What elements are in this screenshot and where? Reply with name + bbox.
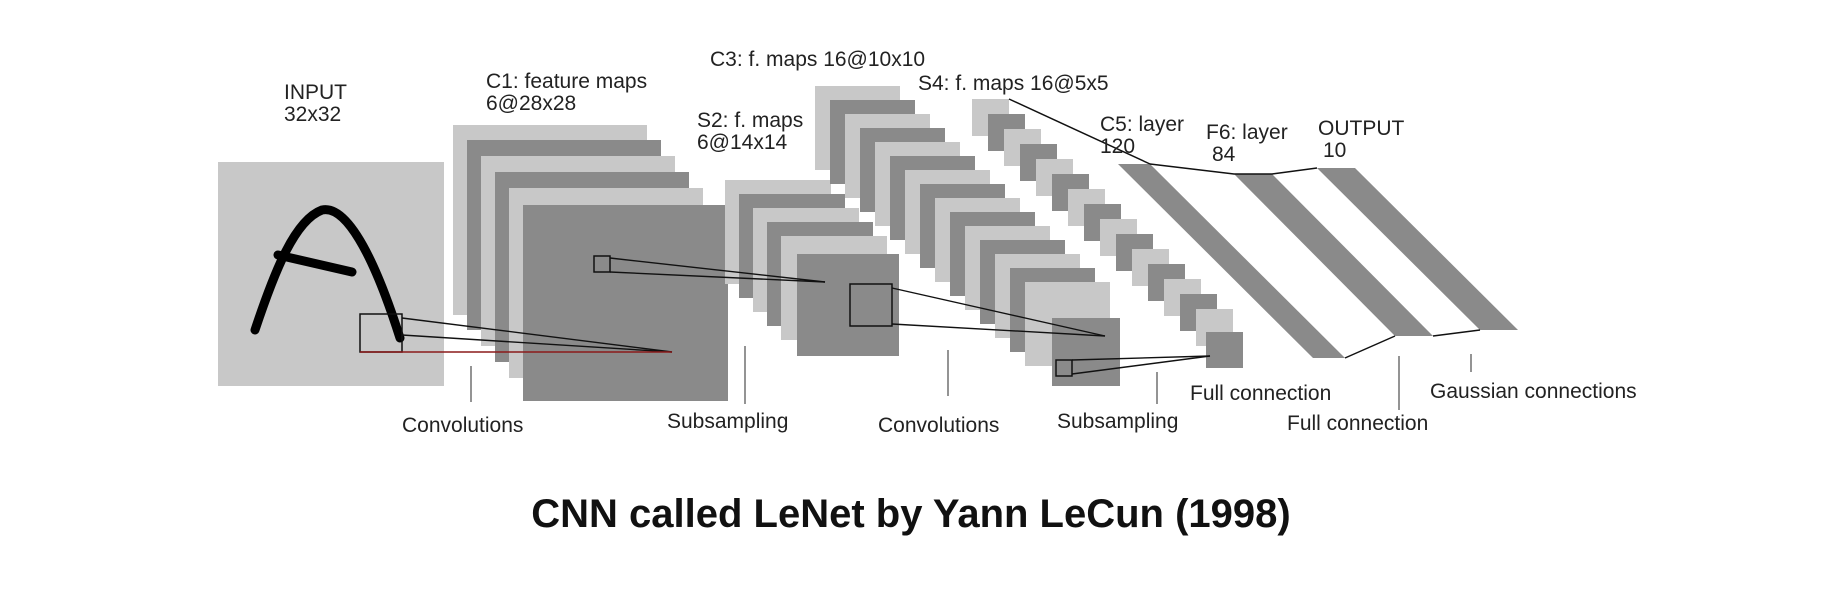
op-full-connection-2: Full connection [1287,412,1428,435]
s4-label: S4: f. maps 16@5x5 [918,72,1109,95]
op-subsampling-1: Subsampling [667,410,788,433]
c3-feature-maps [815,86,1120,386]
f6-label: F6: layer [1206,121,1288,144]
c5-label: C5: layer [1100,113,1184,136]
fc-connection-lines [1008,98,1481,359]
s2-label: S2: f. maps [697,109,803,132]
output-size-label: 10 [1323,139,1346,162]
s2-feature-maps [725,180,899,356]
c1-map [523,205,728,401]
f6-size-label: 84 [1212,143,1236,166]
c1-label: C1: feature maps [486,70,647,93]
input-image [218,162,444,386]
op-convolutions-2: Convolutions [878,414,999,437]
s2-receptive-field [849,283,893,327]
op-subsampling-2: Subsampling [1057,410,1178,433]
operation-tick-marks [470,346,1472,410]
c3-label: C3: f. maps 16@10x10 [710,48,925,71]
s2-map [797,254,899,356]
s4-map [1206,332,1243,368]
output-layer-stripe [1317,168,1518,330]
c3-map [1052,318,1120,386]
c3-receptive-field [1055,359,1073,377]
handwritten-a-glyph [250,205,405,343]
f6-layer-stripe [1234,174,1433,336]
op-full-connection-1: Full connection [1190,382,1331,405]
input-label: INPUT [284,81,347,104]
c1-receptive-field [593,255,611,273]
diagram-caption: CNN called LeNet by Yann LeCun (1998) [531,492,1290,536]
input-size-label: 32x32 [284,103,341,126]
op-convolutions-1: Convolutions [402,414,523,437]
s2-size-label: 6@14x14 [697,131,788,154]
c1-feature-maps [453,125,728,401]
c1-size-label: 6@28x28 [486,92,576,115]
projection-lines [360,257,1211,375]
op-gaussian-connections: Gaussian connections [1430,380,1637,403]
c5-layer-stripe [1118,164,1345,358]
s4-feature-maps [972,99,1243,368]
c5-size-label: 120 [1100,135,1135,158]
output-label: OUTPUT [1318,117,1405,140]
